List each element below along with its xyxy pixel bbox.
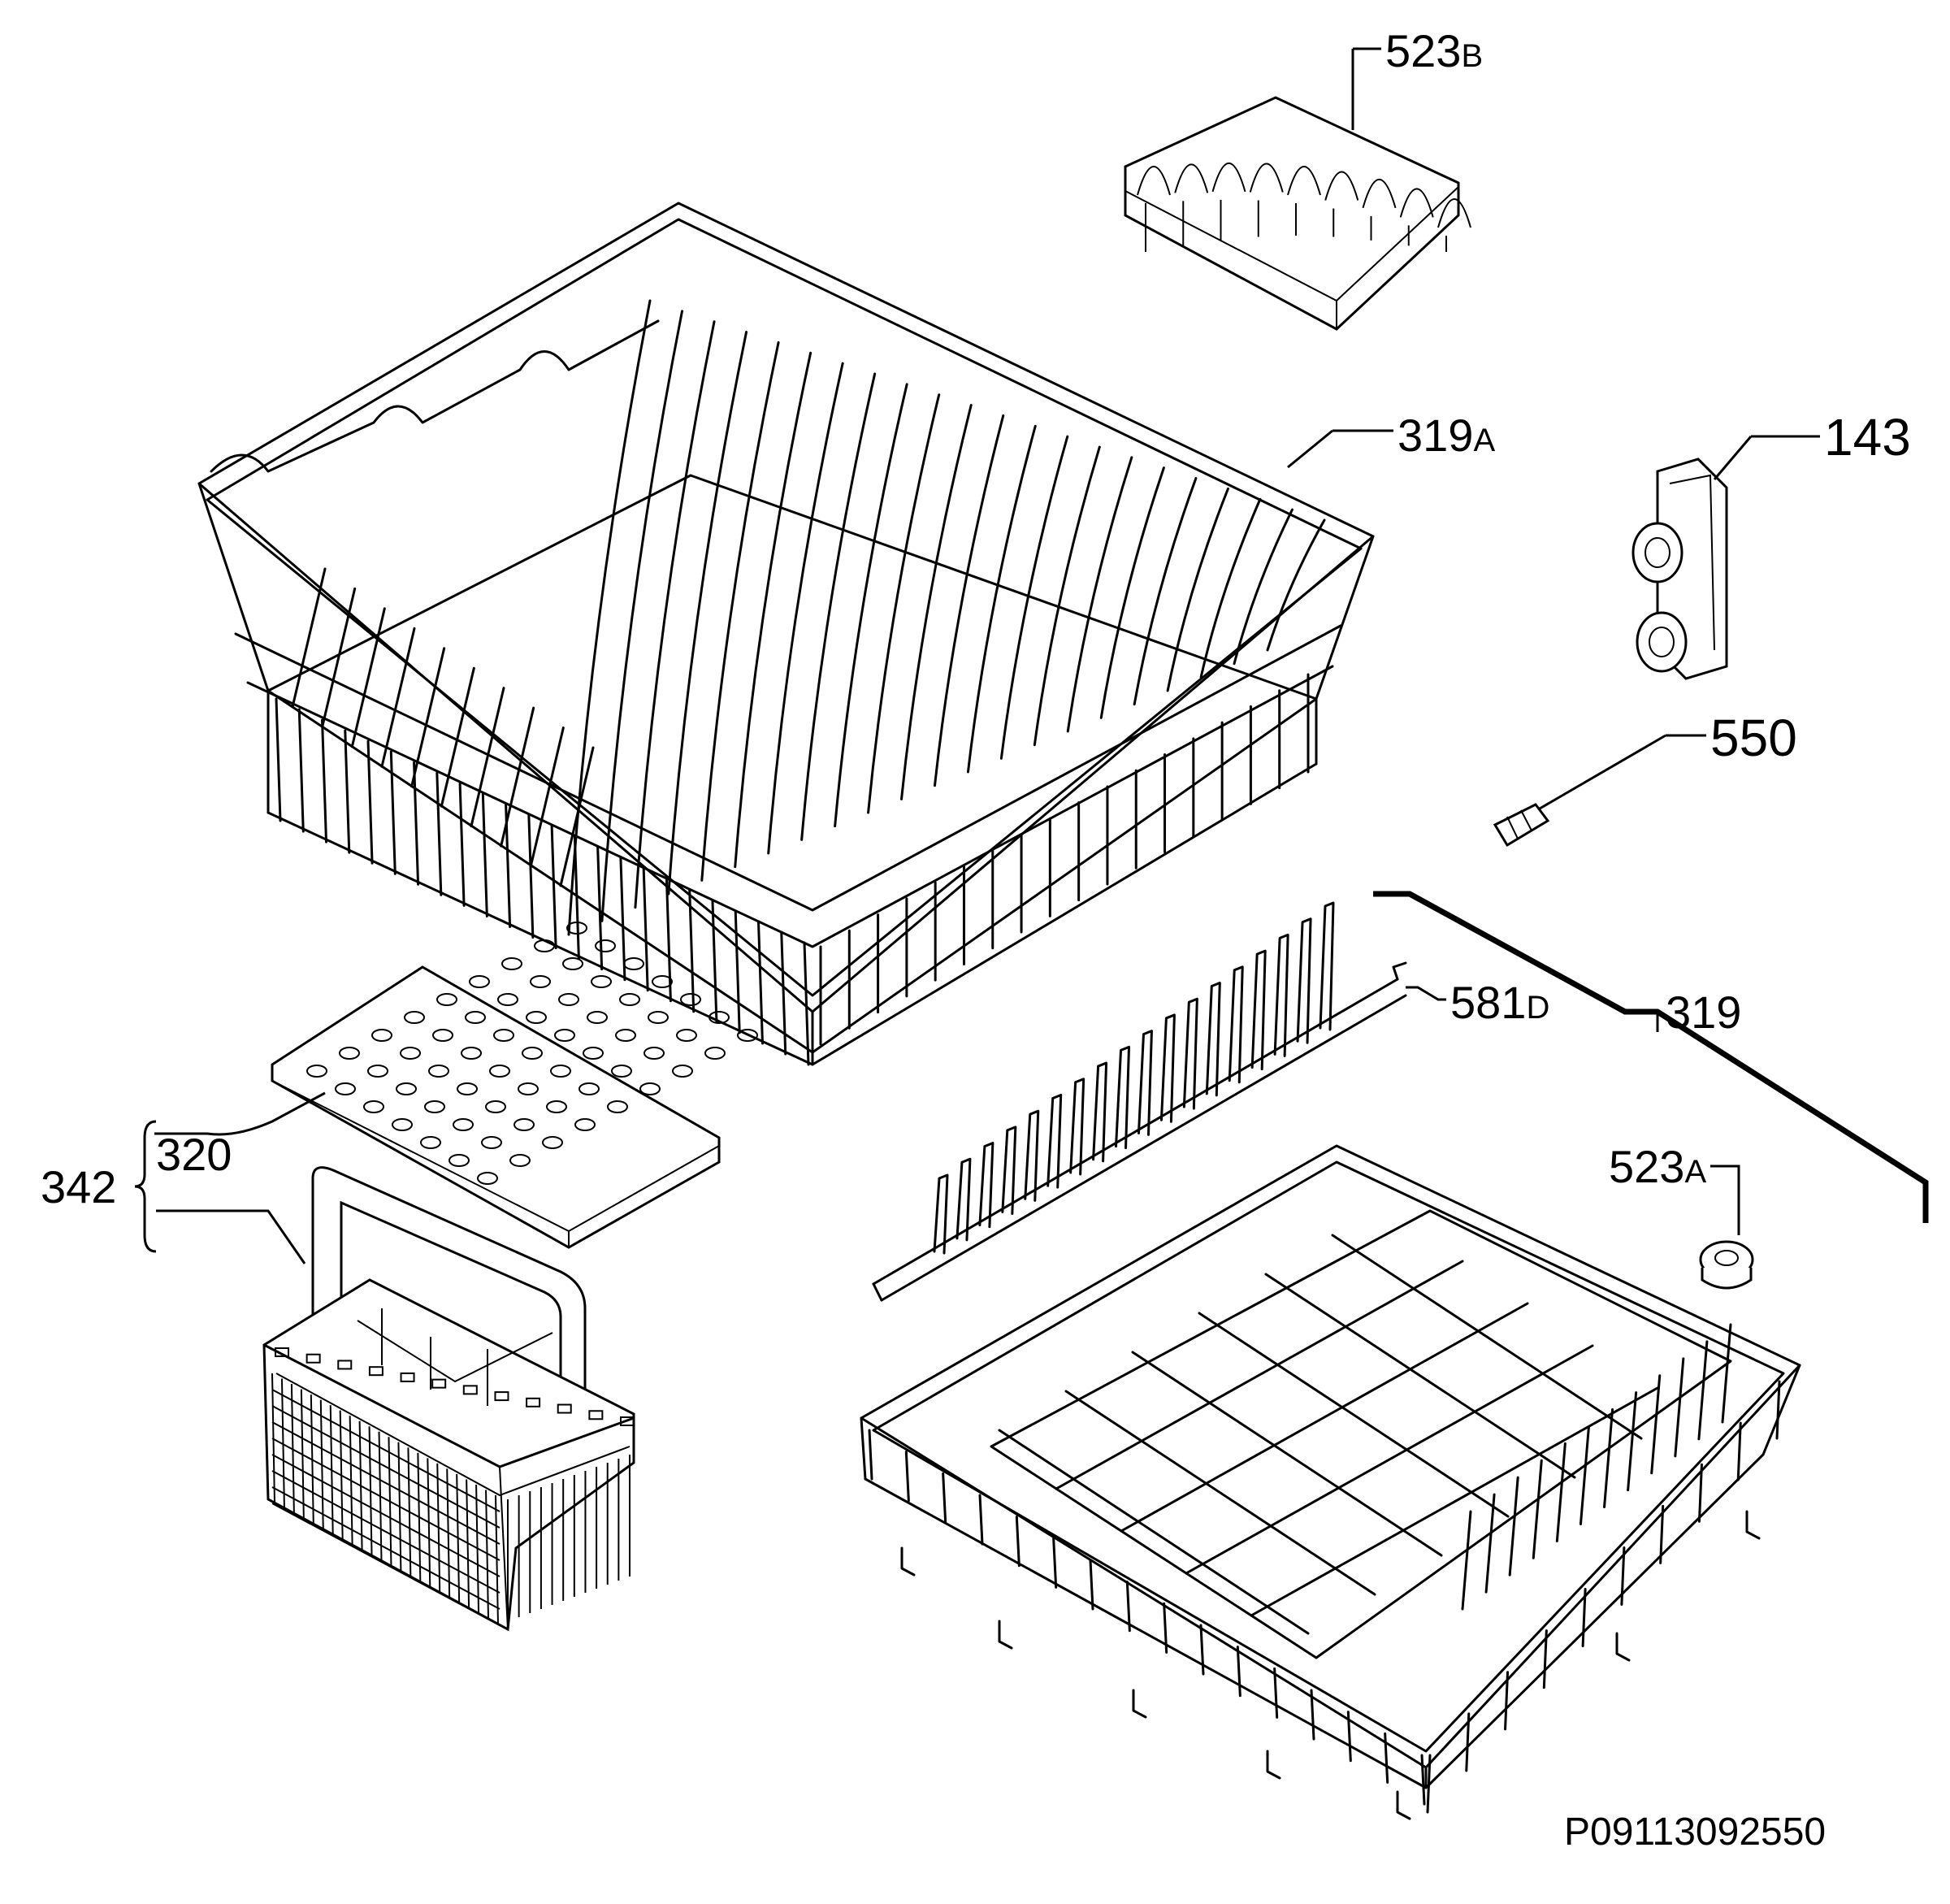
label-319: 319 <box>1666 987 1741 1038</box>
leader-319a <box>1287 429 1333 469</box>
leader-320 <box>154 1091 326 1136</box>
label-523b: 523B <box>1385 25 1483 76</box>
part-319-lower-basket[interactable] <box>860 1144 1801 1820</box>
label-143: 143 <box>1824 408 1911 466</box>
leader-523a <box>1710 1165 1740 1235</box>
part-319a-upper-basket[interactable] <box>197 202 1375 1066</box>
part-523b-comb-insert[interactable] <box>1124 96 1471 331</box>
label-550: 550 <box>1710 709 1797 767</box>
bracket-342 <box>134 1120 157 1253</box>
part-342-cutlery-basket[interactable] <box>262 1166 635 1632</box>
label-342: 342 <box>41 1161 116 1212</box>
part-523a-wheel[interactable] <box>1699 1240 1754 1290</box>
label-319a: 319A <box>1398 410 1495 461</box>
leader-143 <box>1713 436 1753 480</box>
leader-342 <box>156 1209 306 1264</box>
part-143-wheel-carrier[interactable] <box>1632 458 1728 680</box>
part-581d-plate-rack[interactable] <box>872 901 1407 1302</box>
drawing-number: P09113092550 <box>1564 1811 1826 1854</box>
part-320-cutlery-grid[interactable] <box>271 922 758 1249</box>
label-581d: 581D <box>1450 977 1549 1028</box>
label-320: 320 <box>156 1129 232 1180</box>
leader-550 <box>1539 734 1666 810</box>
label-523a: 523A <box>1609 1141 1706 1192</box>
part-550-pin[interactable] <box>1493 803 1550 848</box>
leader-581d <box>1406 986 1446 1001</box>
